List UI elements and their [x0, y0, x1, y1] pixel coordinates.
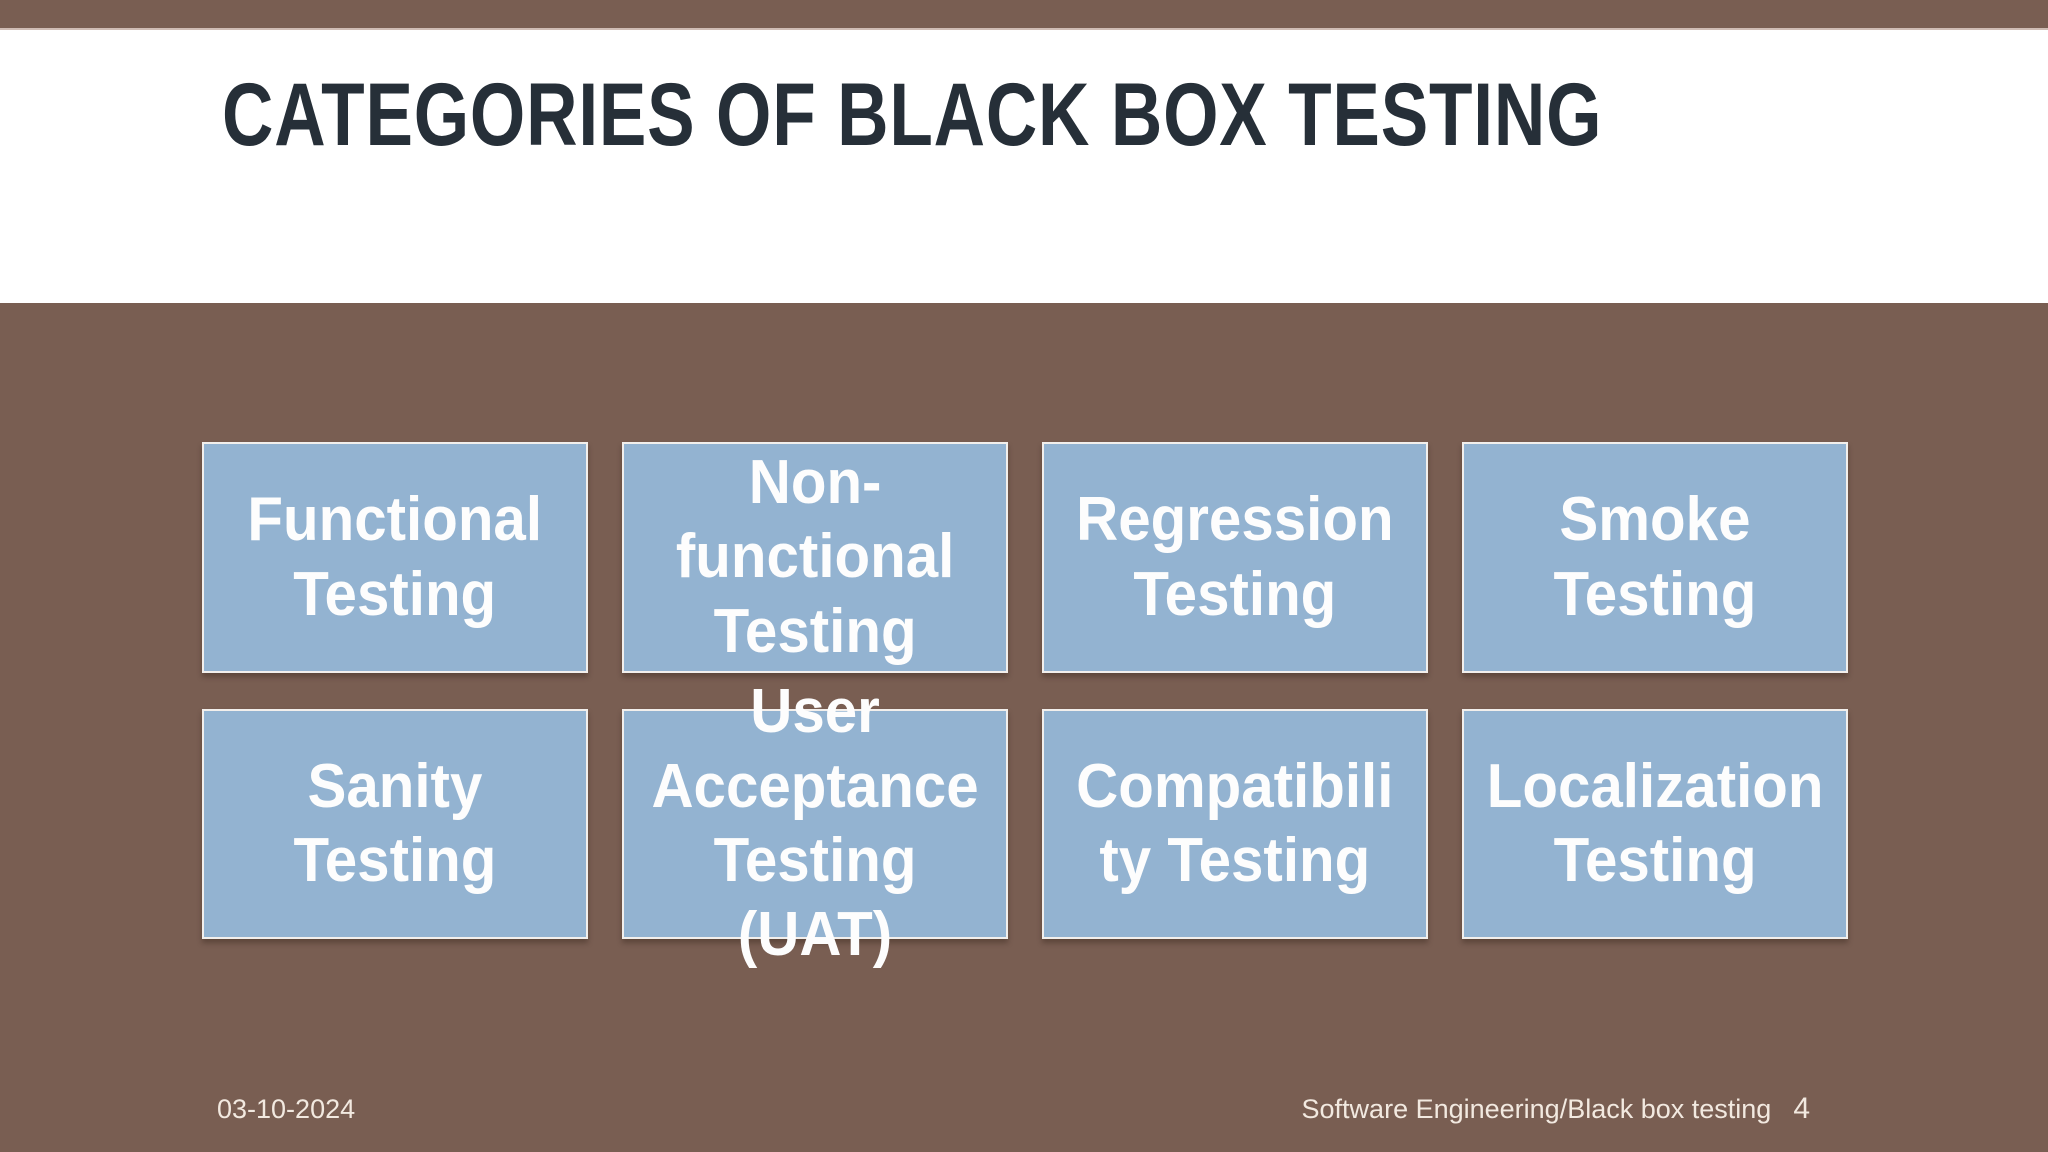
- category-box-regression-testing: Regression Testing: [1042, 442, 1428, 673]
- top-accent-bar: [0, 0, 2048, 30]
- footer-right-group: Software Engineering/Black box testing 4: [1302, 1092, 1810, 1126]
- category-box-user-acceptance-testing: User Acceptance Testing (UAT): [622, 677, 1008, 969]
- footer-doc-title: Software Engineering/Black box testing: [1301, 1094, 1772, 1124]
- category-label: Compatibili ty Testing: [1076, 751, 1394, 895]
- category-box-smoke-testing: Smoke Testing: [1462, 442, 1848, 673]
- category-box-sanity-testing: Sanity Testing: [202, 709, 588, 939]
- category-label: Regression Testing: [1076, 485, 1394, 629]
- slide-page-number: 4: [1793, 1092, 1810, 1125]
- category-label: Non- functional Testing: [675, 447, 955, 666]
- category-box-localization-testing: Localization Testing: [1462, 709, 1848, 939]
- category-box-functional-testing: Functional Testing: [202, 442, 588, 673]
- category-box-compatibility-testing: Compatibili ty Testing: [1042, 709, 1428, 939]
- category-label: User Acceptance Testing (UAT): [651, 677, 979, 970]
- category-label: Sanity Testing: [293, 751, 497, 895]
- footer-date: 03-10-2024: [217, 1094, 356, 1124]
- slide-title: CATEGORIES OF BLACK BOX TESTING: [222, 64, 1603, 164]
- category-label: Smoke Testing: [1553, 485, 1757, 629]
- slide-content-area: Functional Testing Non- functional Testi…: [0, 303, 2048, 1152]
- category-box-non-functional-testing: Non- functional Testing: [622, 442, 1008, 673]
- category-label: Localization Testing: [1486, 751, 1824, 895]
- category-grid: Functional Testing Non- functional Testi…: [202, 442, 1848, 969]
- category-label: Functional Testing: [247, 485, 543, 629]
